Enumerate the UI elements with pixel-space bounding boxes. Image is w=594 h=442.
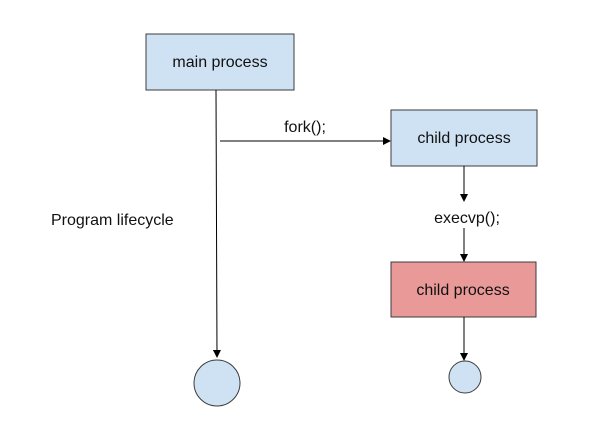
child-process-label: child process — [417, 130, 510, 147]
main-process-node: main process — [145, 33, 295, 91]
child-end-node — [448, 360, 482, 394]
exec-child-process-node: child process — [390, 261, 537, 318]
main-process-box — [145, 33, 295, 91]
main-end-node — [193, 359, 241, 407]
exec-child-process-box — [390, 261, 537, 318]
program-lifecycle-label: Program lifecycle — [51, 212, 174, 229]
main-process-label: main process — [172, 54, 267, 71]
fork-label: fork(); — [284, 119, 326, 136]
main-lifeline — [212, 89, 221, 358]
child-process-box — [390, 109, 538, 167]
child-process-node: child process — [390, 109, 538, 167]
execvp-label: execvp(); — [434, 210, 500, 227]
exec-child-process-label: child process — [416, 282, 509, 299]
